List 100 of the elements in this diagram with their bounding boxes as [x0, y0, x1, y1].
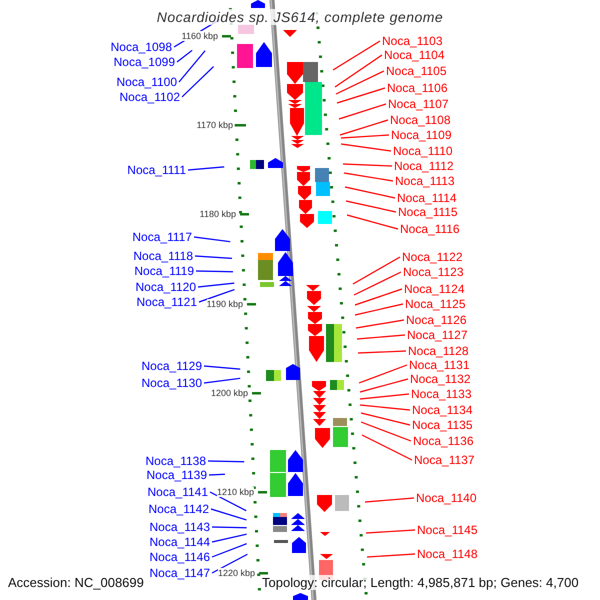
leader-line — [194, 236, 230, 242]
gene-label: Noca_1118 — [133, 249, 193, 263]
leader-line — [176, 50, 193, 62]
gene-label: Noca_1116 — [400, 222, 460, 236]
gene-label: Noca_1130 — [142, 376, 202, 390]
gene-label: Noca_1102 — [120, 90, 180, 104]
gene-label: Noca_1143 — [150, 520, 210, 534]
gene-label: Noca_1119 — [134, 264, 194, 278]
gene-label: Noca_1135 — [412, 418, 472, 432]
gene-label: Noca_1110 — [393, 144, 453, 158]
gene-label: Noca_1098 — [110, 40, 172, 54]
leader-line — [178, 50, 206, 82]
gene-label: Noca_1129 — [142, 359, 202, 373]
leader-line — [198, 282, 234, 288]
leader-line — [212, 534, 247, 543]
gene-label: Noca_1114 — [397, 191, 457, 205]
leader-line — [354, 271, 402, 296]
leader-line — [212, 543, 247, 558]
leader-line — [340, 134, 390, 139]
gene-label: Noca_1137 — [414, 453, 474, 467]
gene-label: Noca_1125 — [405, 297, 466, 311]
gene-label: Noca_1107 — [388, 97, 448, 111]
gene-label: Noca_1131 — [409, 358, 470, 372]
gene-label: Noca_1142 — [148, 502, 209, 516]
gene-label: Noca_1112 — [394, 159, 454, 173]
gene-label: Noca_1138 — [146, 454, 206, 468]
gene-label: Noca_1103 — [382, 34, 442, 48]
leader-line — [360, 421, 412, 442]
leader-line — [342, 163, 392, 167]
gene-label: Noca_1139 — [146, 468, 207, 482]
leader-line — [182, 66, 214, 98]
leader-line — [208, 474, 225, 476]
gene-label: Noca_1144 — [150, 535, 210, 549]
diagram-title: Nocardioides sp. JS614, complete genome — [156, 9, 444, 25]
leader-line — [344, 172, 394, 182]
scale-label: 1200 kbp — [210, 388, 248, 398]
leader-line — [366, 553, 416, 558]
scale-label: 1220 kbp — [218, 568, 255, 578]
gene-label: Noca_1145 — [417, 523, 478, 537]
leader-line — [210, 508, 247, 520]
gene-label: Noca_1113 — [395, 174, 455, 188]
gene-label: Noca_1099 — [114, 55, 175, 69]
gene-label: Noca_1117 — [132, 230, 192, 244]
leader-line — [204, 365, 240, 370]
gene-label: Noca_1108 — [390, 113, 450, 127]
scale-label: 1160 kbp — [182, 31, 218, 41]
gene-label: Noca_1134 — [412, 403, 472, 417]
gene-label: Noca_1128 — [408, 344, 468, 358]
scale-label: 1170 kbp — [196, 120, 233, 130]
leader-line — [346, 214, 398, 230]
leader-line — [212, 554, 248, 574]
leader-line — [354, 288, 402, 306]
leader-line — [356, 334, 406, 340]
gene-label: Noca_1127 — [407, 328, 468, 342]
leader-line — [362, 434, 412, 461]
gene-label: Noca_1126 — [406, 313, 466, 327]
gene-label: Noca_1132 — [410, 372, 470, 386]
leader-line — [208, 460, 244, 462]
gene-label: Noca_1133 — [411, 387, 472, 401]
leader-line — [332, 40, 380, 71]
leader-line — [360, 412, 410, 426]
gene-label: Noca_1123 — [403, 265, 464, 279]
gene-label: Noca_1109 — [391, 128, 452, 142]
leader-line — [194, 255, 232, 259]
info-text: Accession: NC_008699 — [8, 575, 144, 590]
info-text: Topology: circular; Length: 4,985,871 bp; Genes: 4,700 — [262, 575, 579, 590]
leader-line — [358, 364, 408, 384]
leader-line — [212, 526, 247, 528]
leader-line — [364, 497, 414, 503]
gene-label: Noca_1120 — [136, 280, 196, 294]
gene-label: Noca_1141 — [148, 485, 208, 499]
leader-line — [360, 404, 410, 411]
gene-label: Noca_1147 — [150, 566, 210, 580]
gene-label: Noca_1136 — [413, 434, 474, 448]
gene-label: Noca_1100 — [116, 75, 177, 89]
leader-line — [336, 87, 386, 104]
leader-line — [204, 378, 240, 384]
leader-line — [354, 303, 404, 316]
leader-line — [358, 350, 406, 354]
gene-label: Noca_1104 — [384, 48, 444, 62]
gene-label: Noca_1121 — [136, 295, 197, 309]
leader-line — [340, 119, 388, 136]
gene-label: Noca_1148 — [417, 547, 478, 561]
gene-label: Noca_1124 — [404, 282, 464, 296]
leader-line — [188, 166, 224, 171]
leader-line — [352, 256, 400, 285]
leader-line — [360, 393, 410, 400]
leader-line — [210, 491, 246, 512]
leader-line — [198, 288, 235, 303]
gene-label: Noca_1106 — [387, 81, 448, 95]
gene-label: Noca_1105 — [386, 64, 446, 78]
leader-line — [360, 378, 408, 393]
gene-label: Noca_1140 — [416, 491, 476, 505]
leader-line — [366, 529, 416, 534]
leader-line — [356, 319, 404, 329]
scale-label: 1190 kbp — [206, 299, 243, 309]
gene-label: Noca_1122 — [402, 250, 462, 264]
leader-line — [334, 54, 382, 88]
leader-line — [336, 70, 384, 95]
gene-label: Noca_1111 — [127, 163, 186, 177]
